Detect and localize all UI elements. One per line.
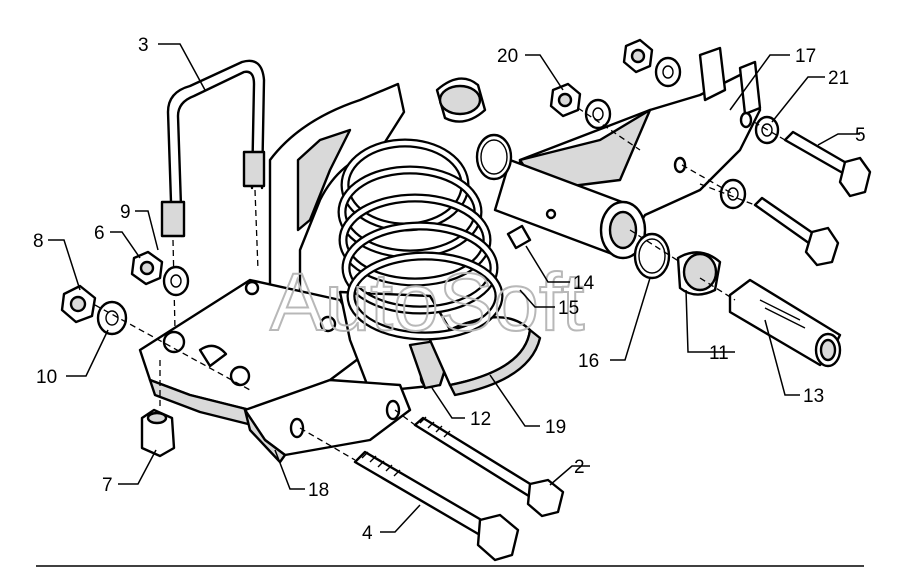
callout-14: 14	[573, 273, 595, 294]
callout-21: 21	[828, 68, 849, 89]
bolt-5	[783, 130, 872, 198]
callout-18: 18	[308, 480, 329, 501]
callout-labels: 3 9 6 8 10 7 20 17 21 5 14 15 16 11 13 1…	[33, 35, 866, 544]
callout-6: 6	[94, 223, 105, 244]
pin-13	[728, 278, 842, 368]
nut-7	[140, 408, 176, 458]
callout-15: 15	[558, 298, 579, 319]
watermark: AutoSoft	[270, 257, 585, 348]
nut-top	[622, 38, 654, 74]
callout-11: 11	[709, 343, 729, 364]
spring-bracket	[138, 82, 457, 427]
lower-bracket	[243, 378, 412, 464]
callout-2: 2	[574, 457, 585, 478]
bushing-11	[676, 251, 722, 296]
callout-3: 3	[138, 35, 149, 56]
callout-13: 13	[803, 386, 824, 407]
callout-12: 12	[470, 409, 491, 430]
callout-16: 16	[578, 351, 599, 372]
callout-17: 17	[795, 46, 816, 67]
upper-arm	[493, 46, 762, 260]
bushing-upper	[435, 77, 487, 123]
washer-10	[96, 300, 128, 336]
nut-8	[60, 284, 97, 324]
washer-mid-right	[719, 178, 747, 210]
u-bolt	[160, 59, 266, 331]
washer-20	[584, 98, 612, 130]
nut-20	[549, 82, 582, 118]
callout-19: 19	[545, 417, 566, 438]
o-ring-upper	[475, 133, 513, 181]
callout-8: 8	[33, 231, 44, 252]
assembly-axis-lines	[94, 107, 786, 461]
grease-fitting	[506, 208, 557, 250]
washer-9	[162, 265, 190, 297]
callout-10: 10	[36, 367, 57, 388]
o-ring-16	[633, 232, 671, 280]
leader-lines	[48, 43, 860, 533]
washer-top	[654, 56, 682, 88]
coil-spring	[337, 138, 504, 341]
callout-9: 9	[120, 202, 131, 223]
callout-20: 20	[497, 46, 518, 67]
callout-4: 4	[362, 523, 373, 544]
nut-6	[130, 250, 164, 286]
bolt-lower-right	[753, 196, 840, 267]
bolt-4	[353, 450, 520, 562]
callout-7: 7	[102, 475, 113, 496]
bolt-2	[413, 416, 565, 518]
callout-5: 5	[855, 125, 866, 146]
